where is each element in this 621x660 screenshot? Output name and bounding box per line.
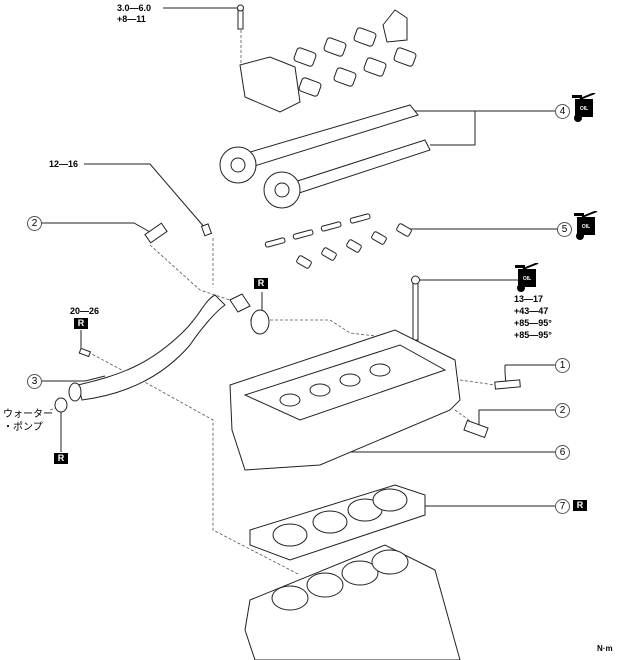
- callout-7: 7: [555, 499, 570, 514]
- oil-can-icon-5: OIL: [572, 210, 598, 241]
- replace-symbol-gasket: R: [254, 278, 268, 289]
- torque-headbolt-4: +85—95°: [514, 330, 552, 340]
- torque-stud: 12—16: [49, 159, 79, 169]
- unit-label: N·m: [597, 644, 613, 653]
- replace-symbol-headgasket: R: [573, 500, 587, 511]
- water-pump-label-1: ウォーター: [3, 409, 53, 420]
- callout-2-right: 2: [555, 403, 570, 418]
- leader-3: [40, 375, 106, 382]
- callout-6: 6: [555, 445, 570, 460]
- torque-headbolt-2: +43—47: [514, 306, 549, 316]
- torque-camcap-2: +8—11: [117, 14, 146, 24]
- torque-headbolt-1: 13—17: [514, 294, 544, 304]
- callout-3: 3: [27, 374, 42, 389]
- oil-can-icon-headbolt: OIL: [513, 262, 539, 293]
- leader-4-split: [430, 111, 476, 146]
- callout-4: 4: [555, 104, 570, 119]
- replace-symbol-bolt: R: [74, 318, 88, 329]
- callout-1: 1: [555, 358, 570, 373]
- svg-text:OIL: OIL: [582, 224, 590, 230]
- torque-camcap-1: 3.0—6.0: [117, 3, 152, 13]
- svg-text:OIL: OIL: [523, 276, 531, 282]
- water-pump-label-2: ・ポンプ: [3, 422, 43, 433]
- oil-can-icon-4: OIL: [570, 92, 596, 123]
- torque-pipe-bolt: 20—26: [70, 306, 100, 316]
- callout-2-left: 2: [27, 216, 42, 231]
- replace-symbol-oring: R: [54, 453, 68, 464]
- callout-5: 5: [557, 222, 572, 237]
- leader-2-left: [36, 222, 151, 233]
- leader-2-right: [478, 409, 556, 428]
- leader-12-16: [84, 163, 206, 229]
- svg-text:OIL: OIL: [580, 106, 588, 112]
- torque-headbolt-3: +85—95°: [514, 318, 552, 328]
